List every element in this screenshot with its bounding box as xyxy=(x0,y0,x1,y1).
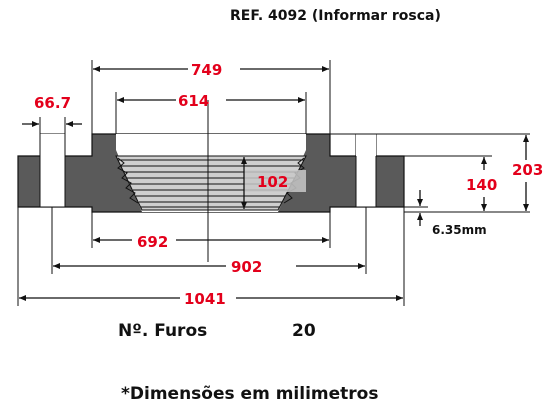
dimension-6-35: 6.35mm xyxy=(404,190,487,237)
svg-text:6.35mm: 6.35mm xyxy=(432,223,487,237)
svg-text:203: 203 xyxy=(512,161,543,179)
dimension-102: 102 xyxy=(241,157,306,209)
holes-count: 20 xyxy=(292,321,316,341)
svg-text:692: 692 xyxy=(137,233,168,251)
svg-text:140: 140 xyxy=(466,176,497,194)
svg-text:1041: 1041 xyxy=(184,290,226,308)
dimension-203: 203 xyxy=(330,133,543,213)
svg-text:749: 749 xyxy=(191,61,222,79)
dimension-902: 902 xyxy=(51,207,367,276)
thread-section xyxy=(115,155,307,211)
dimension-749: 749 xyxy=(91,60,331,134)
svg-text:102: 102 xyxy=(257,173,288,191)
svg-text:902: 902 xyxy=(231,258,262,276)
svg-text:614: 614 xyxy=(178,92,209,110)
dimension-140: 140 xyxy=(404,155,497,213)
dimension-692: 692 xyxy=(91,212,331,251)
reference-title: REF. 4092 (Informar rosca) xyxy=(230,8,441,24)
flange-body xyxy=(17,100,405,262)
holes-label: Nº. Furos xyxy=(118,321,207,341)
dimension-614: 614 xyxy=(115,92,307,134)
dimension-66-7: 66.7 xyxy=(22,94,82,156)
svg-text:66.7: 66.7 xyxy=(34,94,71,112)
dimension-1041: 1041 xyxy=(17,207,405,308)
units-note: *Dimensões em milimetros xyxy=(121,384,378,404)
